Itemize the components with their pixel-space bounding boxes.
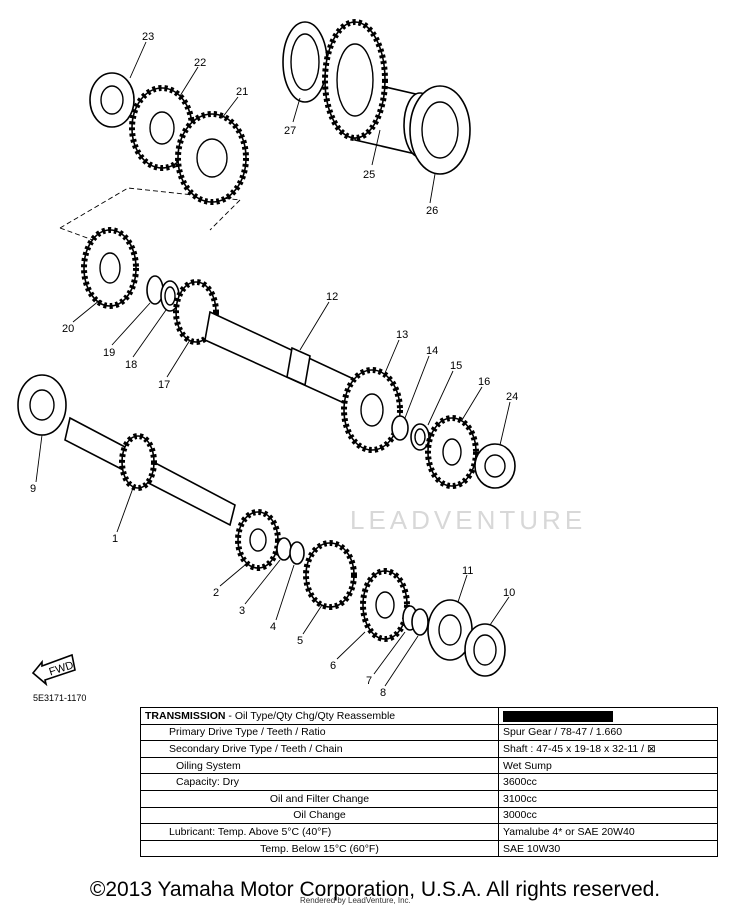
part-13-gear xyxy=(341,367,403,453)
part-12-main-axle xyxy=(204,310,361,410)
part-9-bearing xyxy=(17,374,67,436)
row-value: Yamalube 4* or SAE 20W40 xyxy=(498,823,718,841)
watermark-text: LEADVENTURE xyxy=(350,505,587,535)
part-5-gear xyxy=(303,540,357,610)
table-row: Primary Drive Type / Teeth / Ratio Spur … xyxy=(140,723,718,742)
callout-13: 13 xyxy=(396,329,408,341)
table-row: Temp. Below 15°C (60°F) SAE 10W30 xyxy=(140,839,718,858)
row-value: 3100cc xyxy=(498,789,718,808)
table-row: Oil and Filter Change 3100cc xyxy=(140,789,718,808)
callout-25: 25 xyxy=(363,169,375,181)
rendered-by-credit: Rendered by LeadVenture, Inc. xyxy=(300,896,411,905)
part-26-bearing xyxy=(409,85,471,175)
row-value: Wet Sump xyxy=(498,756,718,775)
callout-3: 3 xyxy=(239,605,245,617)
callout-10: 10 xyxy=(503,587,515,599)
row-label: Secondary Drive Type / Teeth / Chain xyxy=(140,740,499,758)
row-label: Capacity: Dry xyxy=(140,773,499,791)
table-row: Secondary Drive Type / Teeth / Chain Sha… xyxy=(140,740,718,758)
diagram-code: 5E3171-1170 xyxy=(33,693,87,703)
row-label: Oil Change xyxy=(140,806,499,825)
part-16-gear xyxy=(425,415,479,489)
callout-9: 9 xyxy=(30,483,36,495)
callout-18: 18 xyxy=(125,359,137,371)
part-21-gear xyxy=(175,111,249,205)
part-3-washer xyxy=(276,537,292,561)
callout-20: 20 xyxy=(62,323,74,335)
table-row: Oiling System Wet Sump xyxy=(140,756,718,775)
forward-arrow-icon: FWD xyxy=(31,653,76,687)
callout-8: 8 xyxy=(380,687,386,699)
table-header-title: TRANSMISSION xyxy=(145,709,226,722)
table-header-row: TRANSMISSION - Oil Type/Qty Chg/Qty Reas… xyxy=(140,707,718,725)
callout-27: 27 xyxy=(284,125,296,137)
callout-7: 7 xyxy=(366,675,372,687)
part-10-oil-seal xyxy=(464,623,506,677)
part-8-washer xyxy=(411,608,429,636)
part-6-gear xyxy=(360,568,410,642)
row-value: Spur Gear / 78-47 / 1.660 xyxy=(498,723,718,742)
callout-24: 24 xyxy=(506,391,518,403)
callout-17: 17 xyxy=(158,379,170,391)
part-11-bearing xyxy=(427,599,473,661)
leader-lines xyxy=(35,41,511,687)
part-27-oil-seal xyxy=(282,21,328,103)
row-value: Shaft : 47-45 x 19-18 x 32-11 / ⊠ xyxy=(498,740,718,758)
part-2-gear xyxy=(235,509,281,571)
copyright-notice: ©2013 Yamaha Motor Corporation, U.S.A. A… xyxy=(89,878,661,901)
table-row: Oil Change 3000cc xyxy=(140,806,718,825)
part-1-drive-axle xyxy=(64,416,236,527)
part-20-gear xyxy=(81,227,139,309)
callout-23: 23 xyxy=(142,31,154,43)
callout-19: 19 xyxy=(103,347,115,359)
callout-12: 12 xyxy=(326,291,338,303)
callout-11: 11 xyxy=(462,565,473,577)
callout-14: 14 xyxy=(426,345,438,357)
row-label: Oiling System xyxy=(140,756,499,775)
redacted-value xyxy=(498,707,718,725)
part-24-bearing xyxy=(474,443,516,489)
part-18-washer xyxy=(160,280,180,312)
table-header-subtitle: - Oil Type/Qty Chg/Qty Reassemble xyxy=(225,709,396,722)
row-label: Oil and Filter Change xyxy=(140,789,499,808)
callout-5: 5 xyxy=(297,635,303,647)
transmission-spec-table: TRANSMISSION - Oil Type/Qty Chg/Qty Reas… xyxy=(140,707,718,858)
row-label: Temp. Below 15°C (60°F) xyxy=(140,839,499,858)
callout-21: 21 xyxy=(236,86,248,98)
row-value: 3600cc xyxy=(498,773,718,791)
part-17-gear xyxy=(173,279,219,345)
callout-2: 2 xyxy=(213,587,219,599)
callout-22: 22 xyxy=(194,57,206,69)
table-row: Lubricant: Temp. Above 5°C (40°F) Yamalu… xyxy=(140,823,718,841)
row-value: SAE 10W30 xyxy=(498,839,718,858)
exploded-parts-diagram: FWD 23 22 21 27 25 26 20 19 18 xyxy=(17,19,518,699)
callout-15: 15 xyxy=(450,360,462,372)
redaction-block xyxy=(503,710,613,722)
part-23-bearing xyxy=(89,72,135,128)
table-row: Capacity: Dry 3600cc xyxy=(140,773,718,791)
part-15-washer xyxy=(410,423,430,451)
part-14-circlip xyxy=(391,415,409,441)
callout-26: 26 xyxy=(426,205,438,217)
callout-1: 1 xyxy=(112,533,118,545)
row-label: Primary Drive Type / Teeth / Ratio xyxy=(140,723,499,742)
callout-4: 4 xyxy=(270,621,276,633)
part-4-circlip xyxy=(289,541,305,565)
callout-6: 6 xyxy=(330,660,336,672)
row-value: 3000cc xyxy=(498,806,718,825)
callout-16: 16 xyxy=(478,376,490,388)
row-label: Lubricant: Temp. Above 5°C (40°F) xyxy=(140,823,499,841)
